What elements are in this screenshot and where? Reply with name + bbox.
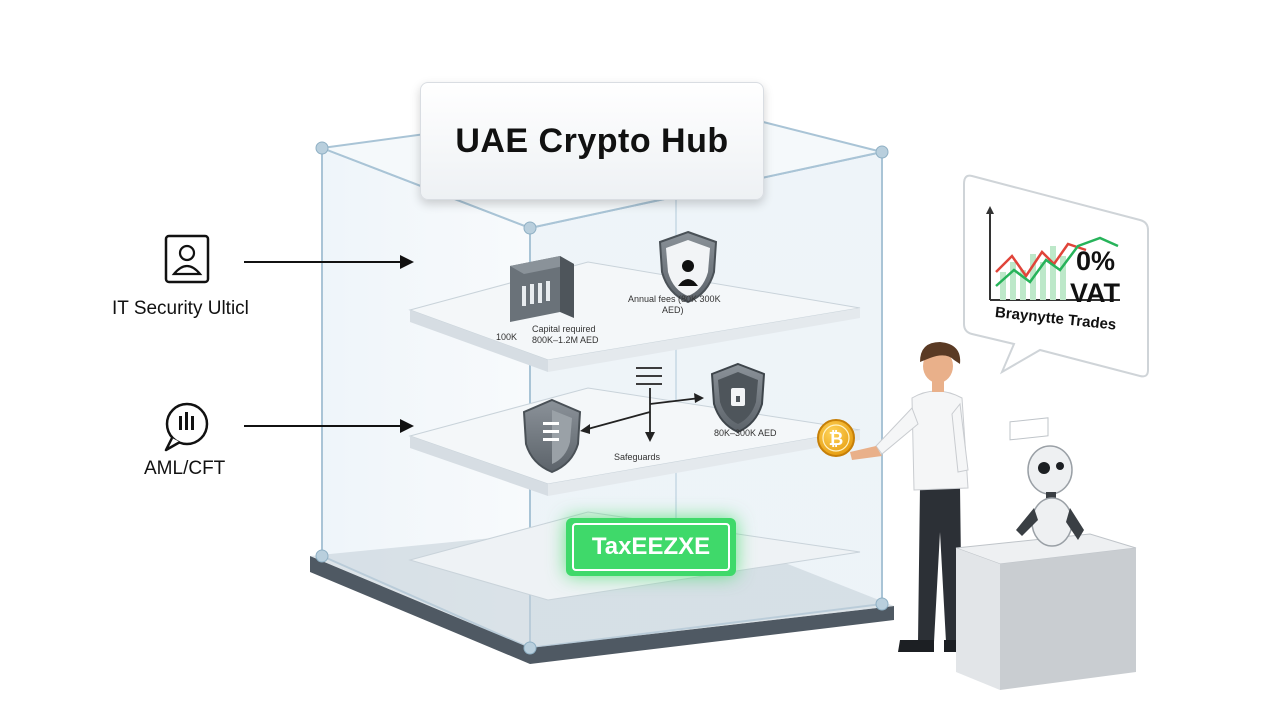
shelf1-label-capital: Capital required [532,324,596,334]
shelf-middle [408,387,861,496]
title-sign: UAE Crypto Hub [420,82,764,200]
podium [955,417,1137,690]
shield-list-icon [522,398,582,474]
server-box-icon [510,256,574,322]
robot-figure [1016,445,1084,547]
shelf2-label-safeguards: Safeguards [614,452,661,462]
bitcoin-coin-icon: ₿ [817,419,855,457]
callout-vat: VAT [1070,278,1120,308]
flow-arrows [580,367,704,442]
shelf2-label-fees: 80K–300K AED [714,428,777,438]
chat-bars-icon [164,402,209,452]
arrow-to-shelf-top [244,255,414,269]
shelf1-label-amount: 100K [496,332,518,342]
tax-badge-label: TaxEEZXE [572,523,730,571]
callout-chart [986,206,1120,301]
shelf1-label-capital-range: 800K–1.2M AED [532,335,599,345]
left-label-aml: AML/CFT [144,458,226,479]
user-badge-icon [164,234,210,284]
shield-user-icon [658,230,718,304]
svg-text:₿: ₿ [829,429,844,449]
shelf1-label-fees-unit: AED) [662,305,684,315]
left-label-it-security: IT Security Ulticl [112,298,249,319]
tax-badge: TaxEEZXE [566,518,736,576]
shelf1-label-fees: Annual fees (80K 300K [628,294,721,304]
shield-lock-icon [710,362,766,434]
page-title: UAE Crypto Hub [455,121,729,160]
arrow-to-shelf-middle [244,419,414,433]
person-figure [850,342,972,652]
callout-percent: 0% [1076,246,1116,276]
